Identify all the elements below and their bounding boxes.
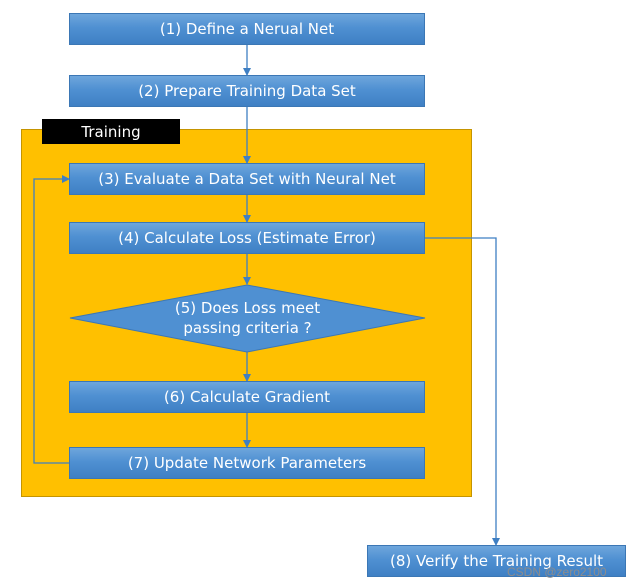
step-4-calculate-loss: (4) Calculate Loss (Estimate Error) xyxy=(69,222,425,254)
step-3-evaluate: (3) Evaluate a Data Set with Neural Net xyxy=(69,163,425,195)
step-1-define-net: (1) Define a Nerual Net xyxy=(69,13,425,45)
step-6-calculate-gradient: (6) Calculate Gradient xyxy=(69,381,425,413)
step-5-decision-text: (5) Does Loss meet passing criteria ? xyxy=(120,297,375,339)
arrow-7-loop-to-3 xyxy=(33,175,70,464)
step-5-line-1: (5) Does Loss meet xyxy=(174,299,321,317)
decision-diamond xyxy=(69,284,426,353)
training-label: Training xyxy=(42,119,180,144)
step-7-update-parameters: (7) Update Network Parameters xyxy=(69,447,425,479)
watermark: CSDN @zero2100 xyxy=(507,565,607,579)
step-8-verify-result: (8) Verify the Training Result xyxy=(367,545,626,577)
arrow-4-to-8 xyxy=(425,237,500,546)
step-2-prepare-data: (2) Prepare Training Data Set xyxy=(69,75,425,107)
step-5-line-2: passing criteria ? xyxy=(183,319,312,337)
